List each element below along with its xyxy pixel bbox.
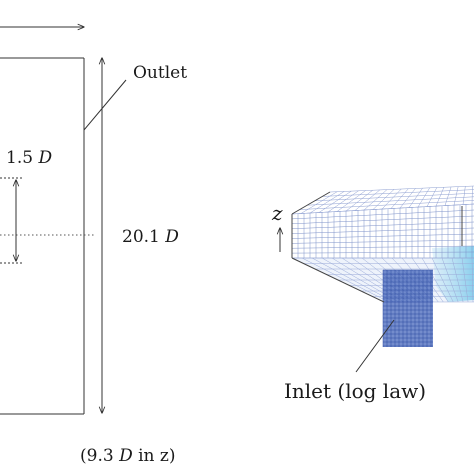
- mesh-line: [291, 245, 474, 249]
- mesh-line: [300, 191, 338, 214]
- depth-label: (9.3 D in z): [80, 446, 176, 466]
- z-axis-label: z: [271, 201, 283, 225]
- mesh-line: [336, 190, 366, 212]
- mesh-line: [462, 186, 466, 205]
- height-dimension-variable: D: [164, 227, 179, 247]
- mesh-line: [322, 189, 474, 197]
- mesh-line: [435, 187, 445, 207]
- mesh-line: [408, 187, 423, 208]
- mesh-line: [381, 188, 402, 210]
- inlet-patch-grid: [382, 269, 433, 347]
- outlet-label: Outlet: [133, 63, 187, 83]
- inlet-patch: [383, 270, 433, 347]
- mesh-line: [291, 227, 474, 234]
- mesh-line: [372, 189, 395, 210]
- mesh-line: [291, 221, 474, 229]
- mesh-line: [399, 188, 416, 209]
- mesh-line: [291, 203, 474, 215]
- mesh-line: [329, 185, 474, 193]
- mesh-line: [291, 209, 474, 220]
- mesh-line: [314, 192, 474, 202]
- mesh-outline: [291, 191, 463, 303]
- mesh-line: [307, 196, 474, 206]
- mesh-line: [431, 257, 454, 303]
- mesh-line: [327, 190, 359, 213]
- mesh-line: [299, 200, 474, 210]
- width-dimension-value: 1.5: [6, 148, 38, 168]
- mesh-line: [318, 190, 352, 213]
- mesh-line: [291, 251, 474, 254]
- mesh-line: [291, 233, 474, 239]
- mesh-line: [461, 257, 469, 303]
- inlet-label: Inlet (log law): [284, 379, 426, 403]
- outlet-leader: [83, 79, 127, 131]
- mesh-3d-view: [291, 185, 474, 347]
- mesh-line: [311, 257, 395, 303]
- mesh-line: [426, 187, 438, 207]
- mesh-line: [390, 188, 409, 209]
- depth-label-variable: D: [118, 446, 133, 466]
- mesh-top-grid: [291, 185, 474, 215]
- domain-outline: [0, 27, 127, 415]
- mesh-line: [309, 191, 345, 214]
- mesh-line: [363, 189, 388, 211]
- mesh-line: [453, 186, 459, 206]
- mesh-line: [301, 257, 390, 303]
- mesh-line: [345, 190, 373, 212]
- inlet-leader: [355, 319, 395, 373]
- mesh-line: [441, 257, 459, 303]
- mesh-line: [421, 257, 449, 303]
- depth-label-open: (9.3: [80, 446, 119, 466]
- mesh-line: [291, 239, 474, 244]
- mesh-line: [471, 257, 474, 303]
- mesh-line: [451, 257, 464, 303]
- mesh-line: [444, 186, 452, 206]
- width-dimension-label: 1.5 D: [6, 148, 52, 168]
- height-dimension-label: 20.1 D: [122, 227, 179, 247]
- mesh-line: [291, 215, 474, 225]
- height-dimension-value: 20.1: [122, 227, 165, 247]
- mesh-line: [417, 187, 430, 208]
- mesh-line: [354, 189, 381, 211]
- depth-label-close: in z): [133, 446, 176, 466]
- width-dimension-variable: D: [37, 148, 52, 168]
